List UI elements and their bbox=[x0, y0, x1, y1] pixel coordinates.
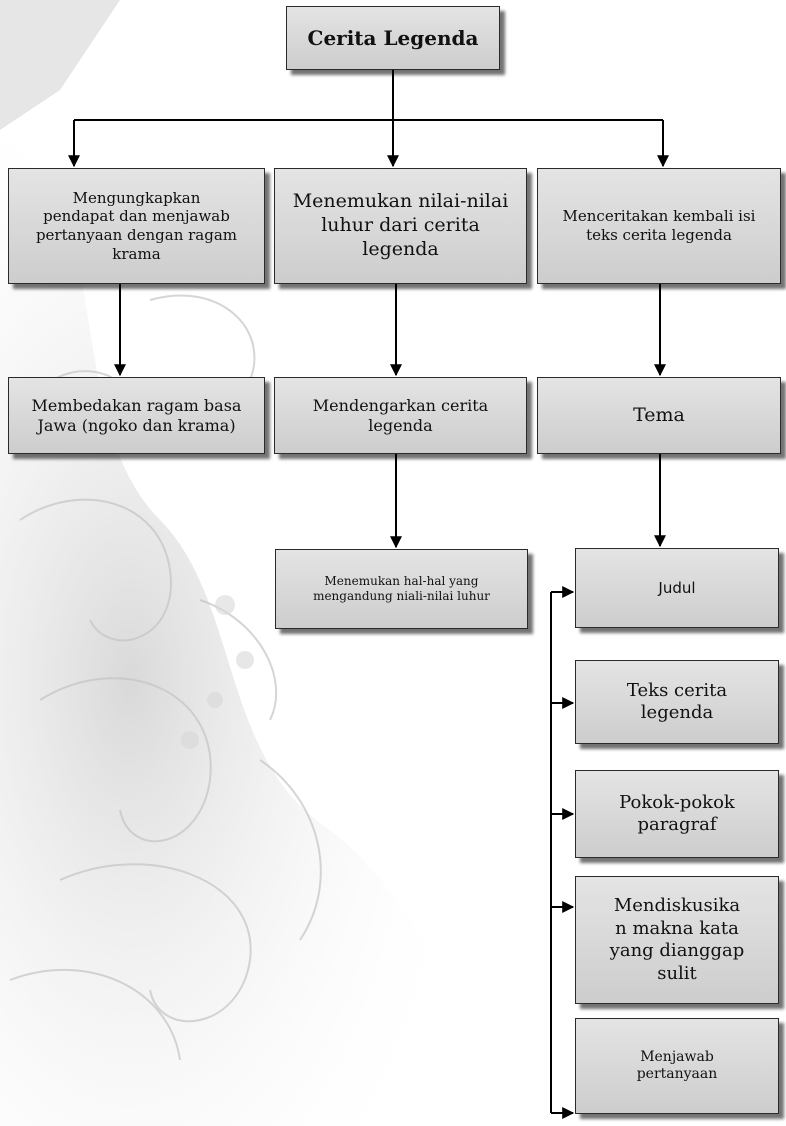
node-line: Mendiskusika bbox=[613, 895, 741, 916]
node-mendengarkan-cerita: Mendengarkan cerita legenda bbox=[274, 377, 527, 454]
node-menemukan-nilai-luhur: Menemukan nilai-nilai luhur dari cerita … bbox=[274, 168, 527, 284]
node-membedakan-ragam-basa: Membedakan ragam basa Jawa (ngoko dan kr… bbox=[8, 377, 265, 454]
node-line: Teks cerita bbox=[626, 679, 728, 701]
node-judul: Judul bbox=[575, 548, 779, 628]
node-pokok-pokok-paragraf: Pokok-pokok paragraf bbox=[575, 770, 779, 858]
node-line: Menemukan hal-hal yang bbox=[324, 574, 479, 588]
node-line: krama bbox=[112, 244, 161, 263]
node-line: pendapat dan menjawab bbox=[43, 207, 230, 226]
node-line: Menjawab bbox=[640, 1048, 714, 1065]
node-label: Cerita Legenda bbox=[307, 25, 479, 50]
node-line: paragraf bbox=[637, 814, 717, 835]
node-line: sulit bbox=[657, 962, 697, 984]
node-menceritakan-kembali: Menceritakan kembali isi teks cerita leg… bbox=[537, 168, 781, 284]
node-line: Membedakan ragam basa bbox=[31, 395, 242, 415]
node-line: Pokok-pokok bbox=[619, 791, 735, 813]
node-line: Mengungkapkan bbox=[72, 188, 201, 207]
node-line: luhur dari cerita bbox=[321, 214, 480, 237]
node-line: pertanyaan bbox=[636, 1066, 718, 1082]
node-line: n makna kata bbox=[615, 917, 739, 939]
node-menjawab-pertanyaan: Menjawab pertanyaan bbox=[575, 1018, 779, 1114]
node-mendiskusikan-makna-kata: Mendiskusika n makna kata yang dianggap … bbox=[575, 876, 779, 1004]
node-line: Menemukan nilai-nilai bbox=[292, 190, 509, 213]
node-line: Jawa (ngoko dan krama) bbox=[37, 415, 236, 435]
node-line: legenda bbox=[368, 415, 433, 435]
node-line: Mendengarkan cerita bbox=[312, 395, 489, 415]
node-line: yang dianggap bbox=[609, 940, 745, 961]
node-line: Menceritakan kembali isi bbox=[562, 207, 756, 226]
node-line: teks cerita legenda bbox=[586, 226, 732, 244]
node-line: legenda bbox=[362, 237, 439, 260]
node-teks-cerita-legenda: Teks cerita legenda bbox=[575, 660, 779, 744]
node-line: pertanyaan dengan ragam bbox=[35, 226, 238, 244]
node-line: Judul bbox=[658, 578, 696, 597]
node-menemukan-hal-hal: Menemukan hal-hal yang mengandung niali-… bbox=[275, 549, 528, 629]
node-mengungkapkan-pendapat: Mengungkapkan pendapat dan menjawab pert… bbox=[8, 168, 265, 284]
node-cerita-legenda: Cerita Legenda bbox=[286, 6, 500, 70]
node-tema: Tema bbox=[537, 377, 781, 454]
node-line: Tema bbox=[633, 403, 685, 426]
node-line: legenda bbox=[640, 702, 714, 723]
node-line: mengandung niali-nilai luhur bbox=[313, 589, 490, 603]
